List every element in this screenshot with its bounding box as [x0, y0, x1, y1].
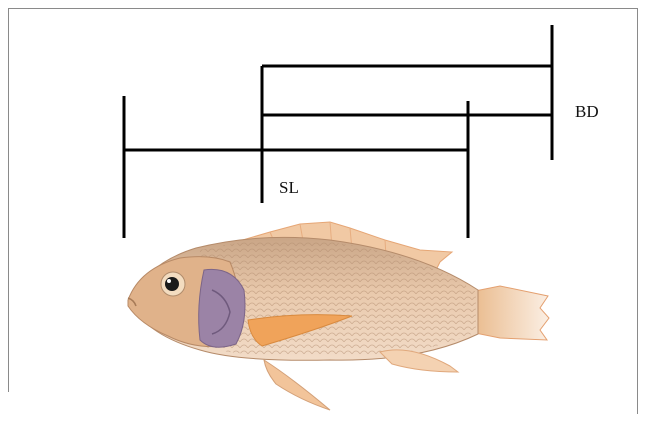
- anal-fin: [380, 350, 458, 372]
- sl-label: SL: [279, 178, 299, 198]
- pelvic-fin: [264, 360, 330, 410]
- measurement-lines: [124, 25, 552, 238]
- gill-cover: [199, 269, 245, 347]
- bd-label: BD: [575, 102, 599, 122]
- fish-specimen: [128, 222, 549, 410]
- caudal-fin: [470, 286, 549, 340]
